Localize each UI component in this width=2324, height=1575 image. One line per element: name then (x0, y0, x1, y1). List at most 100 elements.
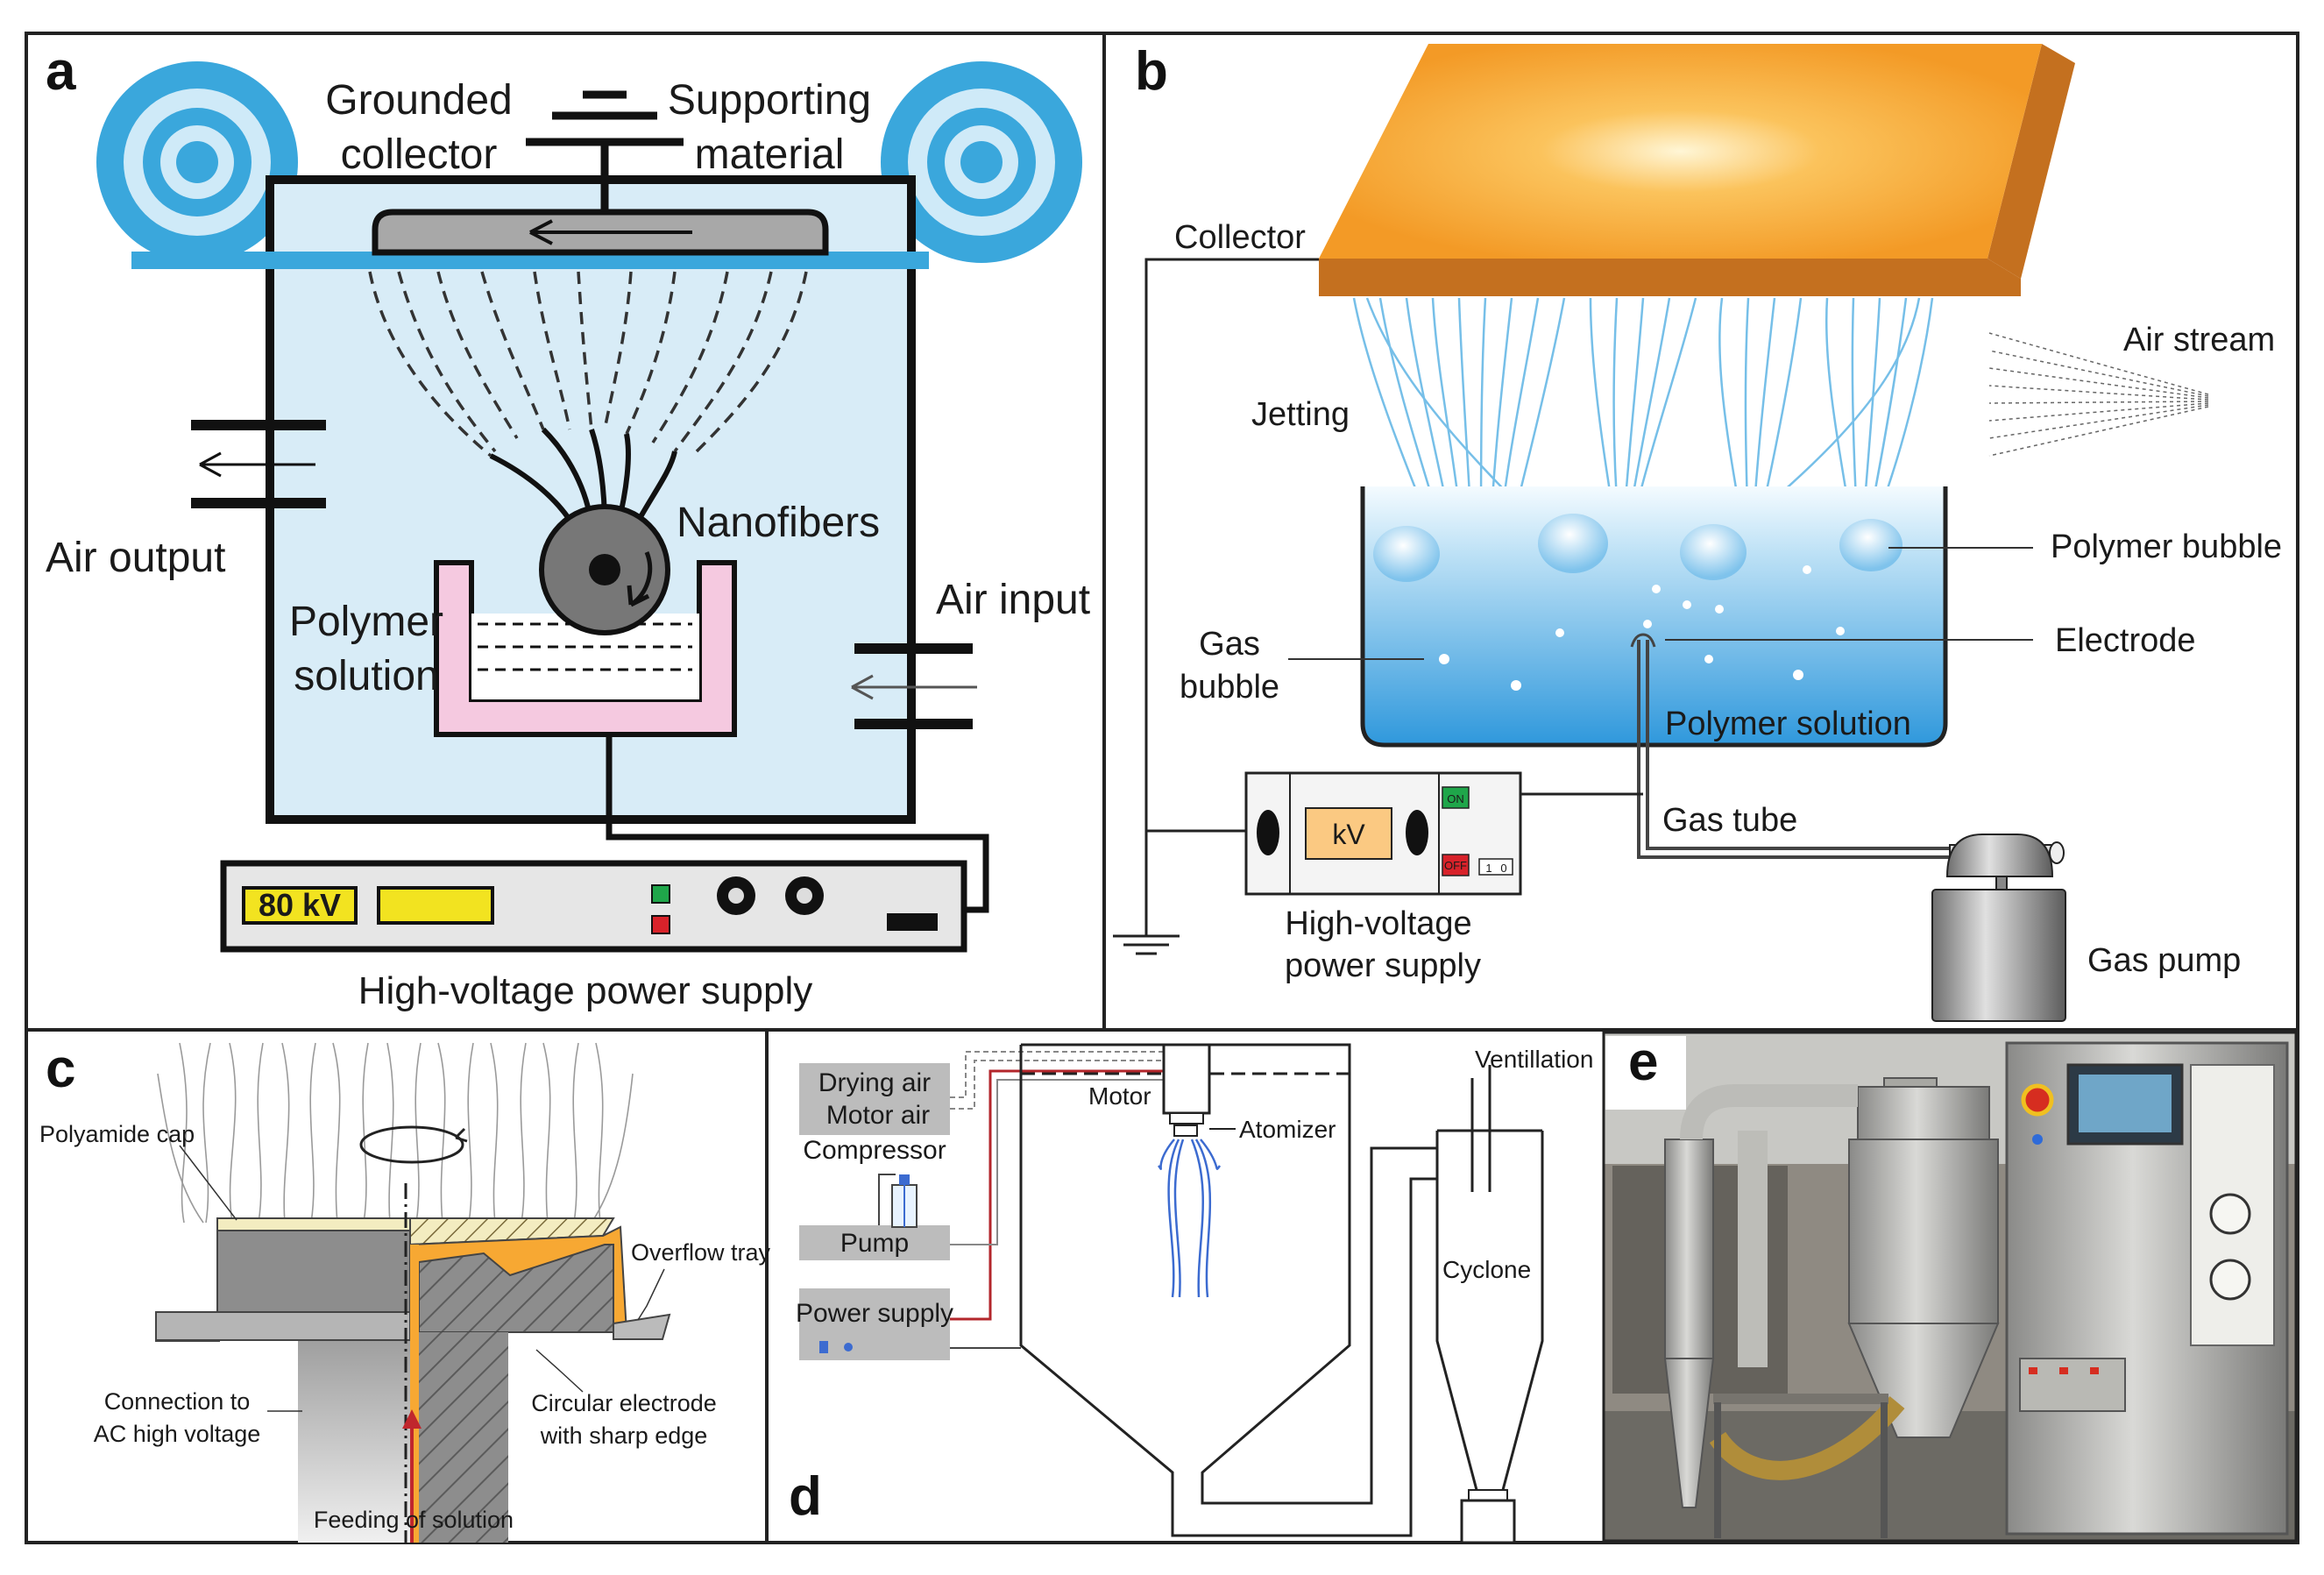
kv-display-text: 80 kV (259, 887, 341, 923)
ground-wire (1144, 258, 1319, 936)
label-pump: Pump (840, 1229, 909, 1258)
off-button (1442, 854, 1470, 876)
label-air-output: Air output (46, 535, 225, 581)
plate-side (1987, 44, 2075, 279)
on-label: ON (1447, 792, 1464, 805)
label-collector: collector (341, 131, 498, 178)
overflow-tray (613, 1313, 671, 1340)
panel-d-letter: d (789, 1466, 822, 1527)
label-nanofibers: Nanofibers (677, 500, 880, 546)
label-overflow-tray: Overflow tray (631, 1239, 771, 1266)
label-jetting: Jetting (1251, 396, 1350, 433)
green-indicator (651, 884, 670, 904)
label-drying-air: Drying air (818, 1068, 931, 1097)
atomizer (1173, 1124, 1198, 1137)
polyamide-cap (216, 1217, 411, 1231)
c-feed-hatch (419, 1332, 508, 1543)
label-hv-l1: High-voltage (1285, 905, 1471, 942)
polymer-bubble-1 (1373, 526, 1440, 582)
supply-wire (606, 734, 989, 913)
roller-right (881, 61, 1082, 263)
gas-bubbles (1439, 565, 1845, 691)
kv-meter-text: kV (1332, 819, 1365, 850)
label-gas: Gas (1199, 626, 1260, 663)
panel-b-letter: b (1135, 41, 1168, 102)
label-electrode: Electrode (2055, 622, 2196, 659)
roller-left (96, 61, 298, 263)
panel-d-frame (765, 1028, 2299, 1544)
power-line (950, 1069, 1164, 1321)
label-hv-supply-a: High-voltage power supply (358, 969, 813, 1012)
label-gas-tube: Gas tube (1662, 802, 1797, 839)
panel-frames (25, 32, 2299, 1544)
off-label: OFF (1444, 859, 1467, 872)
label-polymer: Polymer (289, 599, 443, 645)
panel-a: a (46, 41, 1090, 1012)
label-ventillation: Ventillation (1475, 1046, 1593, 1073)
panel-e: e (1602, 1031, 2298, 1543)
spray-jets (1158, 1139, 1222, 1298)
label-solution: solution (294, 653, 438, 699)
label-electrode-2: with sharp edge (540, 1422, 708, 1449)
label-electrode-1: Circular electrode (531, 1390, 717, 1416)
gauge-1 (2209, 1193, 2251, 1235)
collection-vessel (1460, 1499, 1516, 1544)
gas-tube (1637, 640, 1950, 859)
label-connection-1: Connection to (104, 1388, 251, 1415)
polymer-bubble-2 (1538, 514, 1608, 573)
status-display (377, 886, 494, 925)
label-grounded: Grounded (325, 77, 513, 124)
label-connection-2: AC high voltage (94, 1421, 261, 1447)
label-supporting: Supporting (668, 77, 871, 124)
emergency-stop (2021, 1083, 2054, 1117)
air-stream (1988, 332, 2209, 457)
label-feeding: Feeding of solution (314, 1507, 514, 1533)
toggle-switch (1478, 858, 1513, 876)
supply-knob-left (1257, 810, 1279, 855)
on-button (1442, 786, 1470, 809)
label-gas-bubble: bubble (1180, 669, 1279, 706)
switch-0-label: 0 (1500, 862, 1506, 875)
polymer-bubble-4 (1839, 519, 1902, 571)
label-motor-air: Motor air (826, 1101, 930, 1130)
panel-c-letter: c (46, 1039, 75, 1099)
label-power-supply-d: Power supply (796, 1299, 953, 1328)
gauge-2 (2209, 1259, 2251, 1301)
supporting-material-band (131, 252, 929, 269)
motor (1162, 1043, 1211, 1115)
label-material: material (695, 131, 845, 178)
switch-slot (887, 913, 938, 931)
pump-head (1945, 834, 2054, 877)
air-input-valve (851, 643, 977, 729)
panel-a-letter: a (46, 41, 76, 102)
drum-axle (589, 554, 620, 585)
panel-d: d (789, 1043, 1593, 1544)
label-collector-b: Collector (1174, 219, 1306, 256)
c-rotation (359, 1125, 464, 1164)
panel-e-letter: e (1628, 1032, 1658, 1092)
supply-knob-right (1406, 810, 1428, 855)
panel-c: c (39, 1039, 771, 1543)
drying-motor-air-box (799, 1063, 950, 1135)
label-motor: Motor (1088, 1082, 1151, 1110)
label-hv-l2: power supply (1285, 947, 1481, 984)
hose (1709, 1395, 1905, 1480)
label-polymer-bubble: Polymer bubble (2051, 529, 2282, 565)
red-indicator (651, 915, 670, 934)
label-air-stream: Air stream (2123, 322, 2275, 358)
kv-display (242, 886, 358, 925)
label-polymer-solution-b: Polymer solution (1665, 706, 1911, 742)
ground-symbol (526, 90, 684, 215)
photo-cyclone (1664, 1139, 1714, 1359)
label-cyclone: Cyclone (1442, 1256, 1531, 1283)
nanofibers-dashed (368, 271, 808, 458)
rotation-arrowhead (627, 585, 650, 607)
switch-1-label: 1 (1485, 862, 1491, 875)
label-atomizer: Atomizer (1239, 1116, 1336, 1143)
label-polyamide-cap: Polyamide cap (39, 1121, 195, 1147)
label-compressor: Compressor (803, 1136, 946, 1165)
gas-pump (1931, 889, 2066, 1022)
ground-symbol-b (1113, 934, 1180, 955)
drying-chamber (1019, 1043, 1439, 1537)
